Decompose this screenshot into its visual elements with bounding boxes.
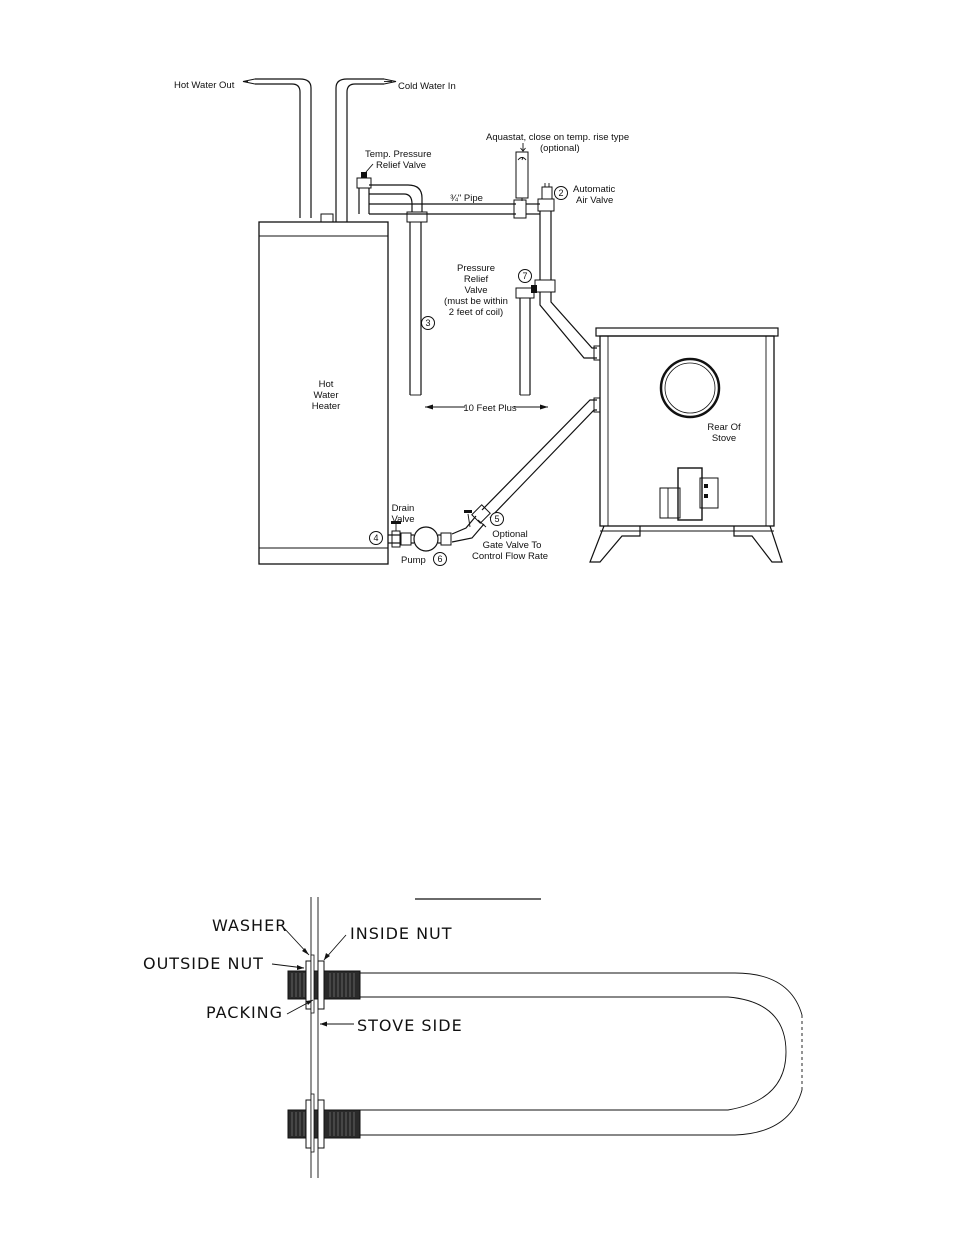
callout-3: 3 bbox=[421, 316, 435, 330]
packing-label: PACKING bbox=[206, 1003, 283, 1022]
flow-rate-label: Control Flow Rate bbox=[472, 551, 548, 562]
drain-valve-label: Valve bbox=[391, 514, 414, 525]
automatic-label: Automatic bbox=[573, 184, 615, 195]
valve-label: Valve bbox=[464, 285, 487, 296]
heater-label-hot: Hot bbox=[319, 379, 334, 390]
hot-water-out-pipe bbox=[242, 78, 312, 218]
automatic-air-valve bbox=[537, 183, 555, 212]
blower-icon bbox=[659, 467, 719, 521]
callout-5: 5 bbox=[490, 512, 504, 526]
rear-of-label: Rear Of bbox=[707, 422, 741, 433]
label-leaders bbox=[271, 927, 354, 1027]
stove-leg-right bbox=[733, 525, 783, 563]
callout-7: 7 bbox=[518, 269, 532, 283]
temp-pressure-relief-valve bbox=[356, 172, 428, 396]
inside-nut-label: INSIDE NUT bbox=[350, 924, 453, 943]
stove-rear bbox=[589, 327, 783, 563]
distance-label: 10 Feet Plus bbox=[463, 403, 517, 414]
inside-nut-upper bbox=[317, 960, 325, 1010]
gate-optional-label: Optional bbox=[492, 529, 527, 540]
pressure-label: Pressure bbox=[457, 263, 495, 274]
stove-label: Stove bbox=[712, 433, 736, 444]
svg-text:7: 7 bbox=[522, 271, 527, 281]
stove-side-label: STOVE SIDE bbox=[357, 1016, 463, 1035]
three-quarter-pipe bbox=[369, 199, 540, 219]
relief-valve-label: Relief Valve bbox=[376, 160, 426, 171]
washer-label: WASHER bbox=[212, 916, 287, 935]
cold-water-in-label: Cold Water In bbox=[398, 81, 456, 92]
coil-tube bbox=[360, 972, 803, 1136]
heater-top-fitting bbox=[320, 213, 334, 223]
pipe-size-label: ¾" Pipe bbox=[450, 193, 483, 204]
within-label: (must be within bbox=[444, 296, 508, 307]
vertical-supply-pipe bbox=[531, 211, 556, 293]
gate-valve bbox=[451, 510, 485, 543]
svg-text:5: 5 bbox=[494, 514, 499, 524]
distance-arrow bbox=[425, 404, 548, 410]
aquastat bbox=[515, 143, 529, 201]
drain-valve bbox=[388, 521, 401, 548]
coil-mounting-diagram: WASHER INSIDE NUT OUTSIDE NUT PACKING ST… bbox=[143, 897, 803, 1178]
outside-nut-lower bbox=[305, 1099, 312, 1149]
svg-text:4: 4 bbox=[373, 533, 378, 543]
feet-of-coil-label: 2 feet of coil) bbox=[449, 307, 503, 318]
plumbing-diagram: 2 7 3 4 5 6 Hot Water Out Cold Water In … bbox=[174, 78, 783, 566]
heater-label-water: Water bbox=[314, 390, 339, 401]
stove-upper-pipe bbox=[539, 292, 601, 361]
relief-discharge-pipe bbox=[515, 287, 535, 396]
svg-text:3: 3 bbox=[425, 318, 430, 328]
cold-water-in-pipe bbox=[335, 78, 397, 222]
callout-2: 2 bbox=[554, 186, 568, 200]
washer-lower bbox=[310, 1093, 315, 1153]
relief-label: Relief bbox=[464, 274, 489, 285]
washer-upper bbox=[310, 954, 315, 1014]
outside-nut-label: OUTSIDE NUT bbox=[143, 954, 264, 973]
stove-leg-left bbox=[589, 525, 641, 563]
upper-threaded-fitting bbox=[287, 954, 361, 1014]
callout-6: 6 bbox=[433, 552, 447, 566]
inside-nut-lower bbox=[317, 1099, 325, 1149]
circulator-pump bbox=[400, 526, 452, 552]
gate-valve-label: Gate Valve To bbox=[483, 540, 542, 551]
lower-threaded-fitting bbox=[287, 1093, 361, 1153]
water-heater-tank bbox=[258, 221, 389, 565]
heater-label-heater: Heater bbox=[312, 401, 341, 412]
aquastat-optional-label: (optional) bbox=[540, 143, 580, 154]
air-valve-label: Air Valve bbox=[576, 195, 613, 206]
aquastat-label: Aquastat, close on temp. rise type bbox=[486, 132, 629, 143]
flue-outlet bbox=[659, 357, 721, 419]
pump-label: Pump bbox=[401, 555, 426, 566]
stove-lower-pipe bbox=[471, 397, 601, 524]
hot-water-out-label: Hot Water Out bbox=[174, 80, 235, 91]
svg-text:2: 2 bbox=[558, 188, 563, 198]
svg-text:6: 6 bbox=[437, 554, 442, 564]
temp-pressure-label: Temp. Pressure bbox=[365, 149, 432, 160]
drain-label: Drain bbox=[392, 503, 415, 514]
callout-4: 4 bbox=[369, 531, 383, 545]
